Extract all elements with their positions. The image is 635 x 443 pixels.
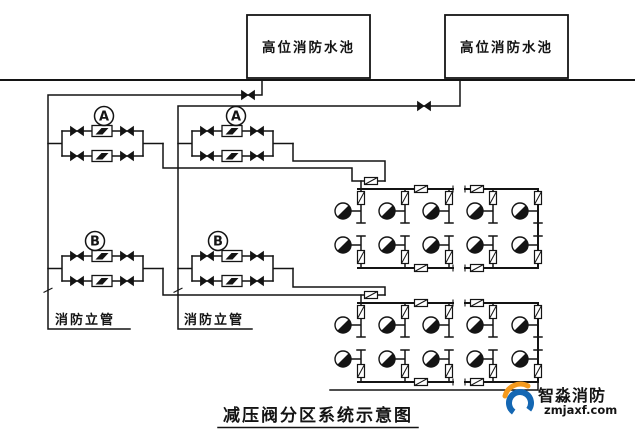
station-tag-circle-b-left xyxy=(84,230,106,252)
diagram-title: 减压阀分区系统示意图 xyxy=(223,405,413,426)
zone-a-feed-right xyxy=(292,142,386,182)
supply-riser-1 xyxy=(47,79,263,330)
station-tag-circle-a-right xyxy=(225,105,247,127)
tank-1-label: 高位消防水池 xyxy=(262,39,355,56)
zone-a-isolating-valve xyxy=(363,176,379,186)
zone-a-feed-left xyxy=(162,142,386,182)
zone-b-isolating-valve xyxy=(363,290,379,300)
prv-station-b-right xyxy=(178,251,293,287)
tank-1 xyxy=(246,14,371,79)
zone-b-feed-left xyxy=(162,267,386,296)
supply-riser-2 xyxy=(177,79,461,330)
riser-2-label: 消防立管 xyxy=(184,312,244,328)
station-tag-b-right: B xyxy=(213,235,223,250)
watermark-logo-icon xyxy=(502,381,534,417)
watermark-url: zmjaxf.com xyxy=(544,403,617,417)
prv-station-a-left xyxy=(48,126,163,162)
station-tag-circle-b-right xyxy=(207,230,229,252)
watermark: 智淼消防 zmjaxf.com xyxy=(502,381,617,417)
prv-station-a-right xyxy=(178,126,293,162)
station-tag-b-left: B xyxy=(90,235,100,250)
tank-2 xyxy=(444,14,569,79)
station-tag-a-right: A xyxy=(231,110,241,125)
station-tag-a-left: A xyxy=(99,110,109,125)
prv-station-b-left xyxy=(48,251,163,287)
tank-2-label: 高位消防水池 xyxy=(460,39,553,56)
supply-valve-2 xyxy=(417,101,431,111)
lower-zone-return-pipe xyxy=(329,381,539,391)
hydrant-zone-lower xyxy=(335,300,542,386)
hydrant-zone-upper xyxy=(335,186,542,272)
riser-1-label: 消防立管 xyxy=(55,312,115,328)
zone-b-feed-right xyxy=(292,267,386,296)
station-tag-circle-a-left xyxy=(93,105,115,127)
supply-valve-1 xyxy=(241,90,255,100)
riser-break-marks xyxy=(43,287,183,293)
watermark-brand: 智淼消防 xyxy=(538,386,606,405)
